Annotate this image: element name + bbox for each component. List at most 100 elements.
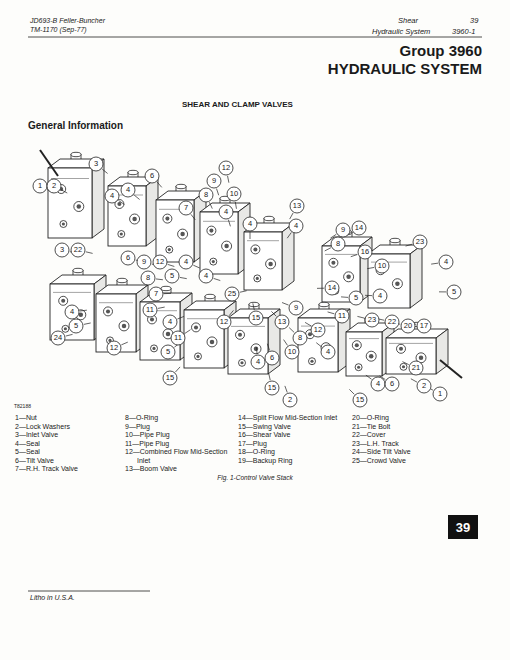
callout-number: 4 [70,308,74,316]
callout-circle [137,255,151,269]
port [130,214,140,224]
leader-line [271,311,276,316]
callout-circle [251,355,265,369]
valve-section [322,230,372,302]
leader-line [287,232,291,238]
port-bore [357,366,360,369]
callout-number: 11 [146,306,154,314]
port-bore [355,343,359,347]
callout-number: 8 [336,240,340,248]
callout-circle [353,393,367,407]
callout-circle [227,187,241,201]
port [104,307,113,316]
callout-number: 2 [422,382,426,390]
callout-number: 8 [298,334,302,342]
section-face [322,246,360,302]
section-face [368,254,410,308]
callout-number: 10 [230,190,238,198]
callout-circle [219,205,233,219]
callout-circle [358,245,372,259]
callout-circle [199,188,213,202]
callout-circle [409,361,423,375]
face-line [247,240,279,241]
header-text: SHEAR AND CLAMP VALVES [182,101,293,110]
parts-list-item: 21—Tie Bolt [352,423,462,432]
parts-list-column: 1—Nut2—Lock Washers3—Inlet Valve4—Seal5—… [15,414,120,474]
callout-number: 14 [355,224,363,232]
callout-number: 17 [420,322,428,330]
callout-number: 4 [256,358,260,366]
port-bore [168,248,171,251]
leader-line [229,310,233,315]
callout-circle [373,289,387,303]
callout-number: 4 [248,220,252,228]
callout-number: 6 [150,172,154,180]
leader-line [267,344,269,351]
port-bore [256,277,259,280]
leader-line [119,201,125,205]
callout-circle [289,301,303,315]
callout-number: 15 [268,384,276,392]
callout-circle [51,331,65,345]
callout-circle [163,371,177,385]
face-line [349,338,379,339]
leader-line [177,316,183,319]
port-bore [210,340,215,345]
callout-number: 4 [204,272,208,280]
callout-circle [163,315,177,329]
port [210,258,217,265]
callout-circle [33,179,47,193]
leader-line [214,278,221,280]
header-text: 3960-1 [452,28,475,36]
port-bore [238,333,242,337]
footer-rule [28,591,150,592]
section-side [410,245,422,308]
callout-circle [141,271,155,285]
parts-list-item: 16—Shear Valve [238,431,346,440]
leader-line [228,220,230,227]
callout-circle [47,179,61,193]
parts-list-item: 18—O-Ring [238,448,346,457]
callout-number: 8 [204,191,208,199]
callout-number: 6 [390,380,394,388]
parts-list-item: 10—Pipe Plug [125,431,235,440]
callout-circle [69,319,83,333]
callout-number: 9 [142,258,146,266]
parts-list-item: 25—Crowd Valve [352,457,462,466]
port [207,226,216,235]
callout-number: 3 [94,160,98,168]
leader-line [80,310,87,312]
callout-number: 23 [416,238,424,246]
callout-circle [145,169,159,183]
port [222,241,232,251]
leader-line [269,373,271,380]
callout-circle [121,251,135,265]
port-bore [180,232,185,237]
callout-circle [417,379,431,393]
leader-line [61,190,67,193]
callout-circle [207,174,221,188]
callout-number: 4 [294,222,298,230]
leader-line [349,389,354,394]
callout-number: 4 [444,258,448,266]
section-face [200,212,238,274]
port-bore [150,317,154,321]
callout-number: 10 [378,262,386,270]
callout-number: 7 [154,290,158,298]
callout-circle [385,315,399,329]
callout-number: 14 [328,284,336,292]
port-bore [64,327,67,330]
callout-number: 12 [110,344,118,352]
port [400,363,407,370]
spool-cap [319,302,329,306]
section-side [436,329,448,374]
callout-circle [149,287,163,301]
face-line [231,326,265,327]
port [59,296,68,305]
callout-number: 12 [156,258,164,266]
port [329,258,338,267]
header-text: General Information [28,120,123,131]
callout-number: 4 [376,380,380,388]
port [118,231,125,238]
leader-line [365,295,372,296]
